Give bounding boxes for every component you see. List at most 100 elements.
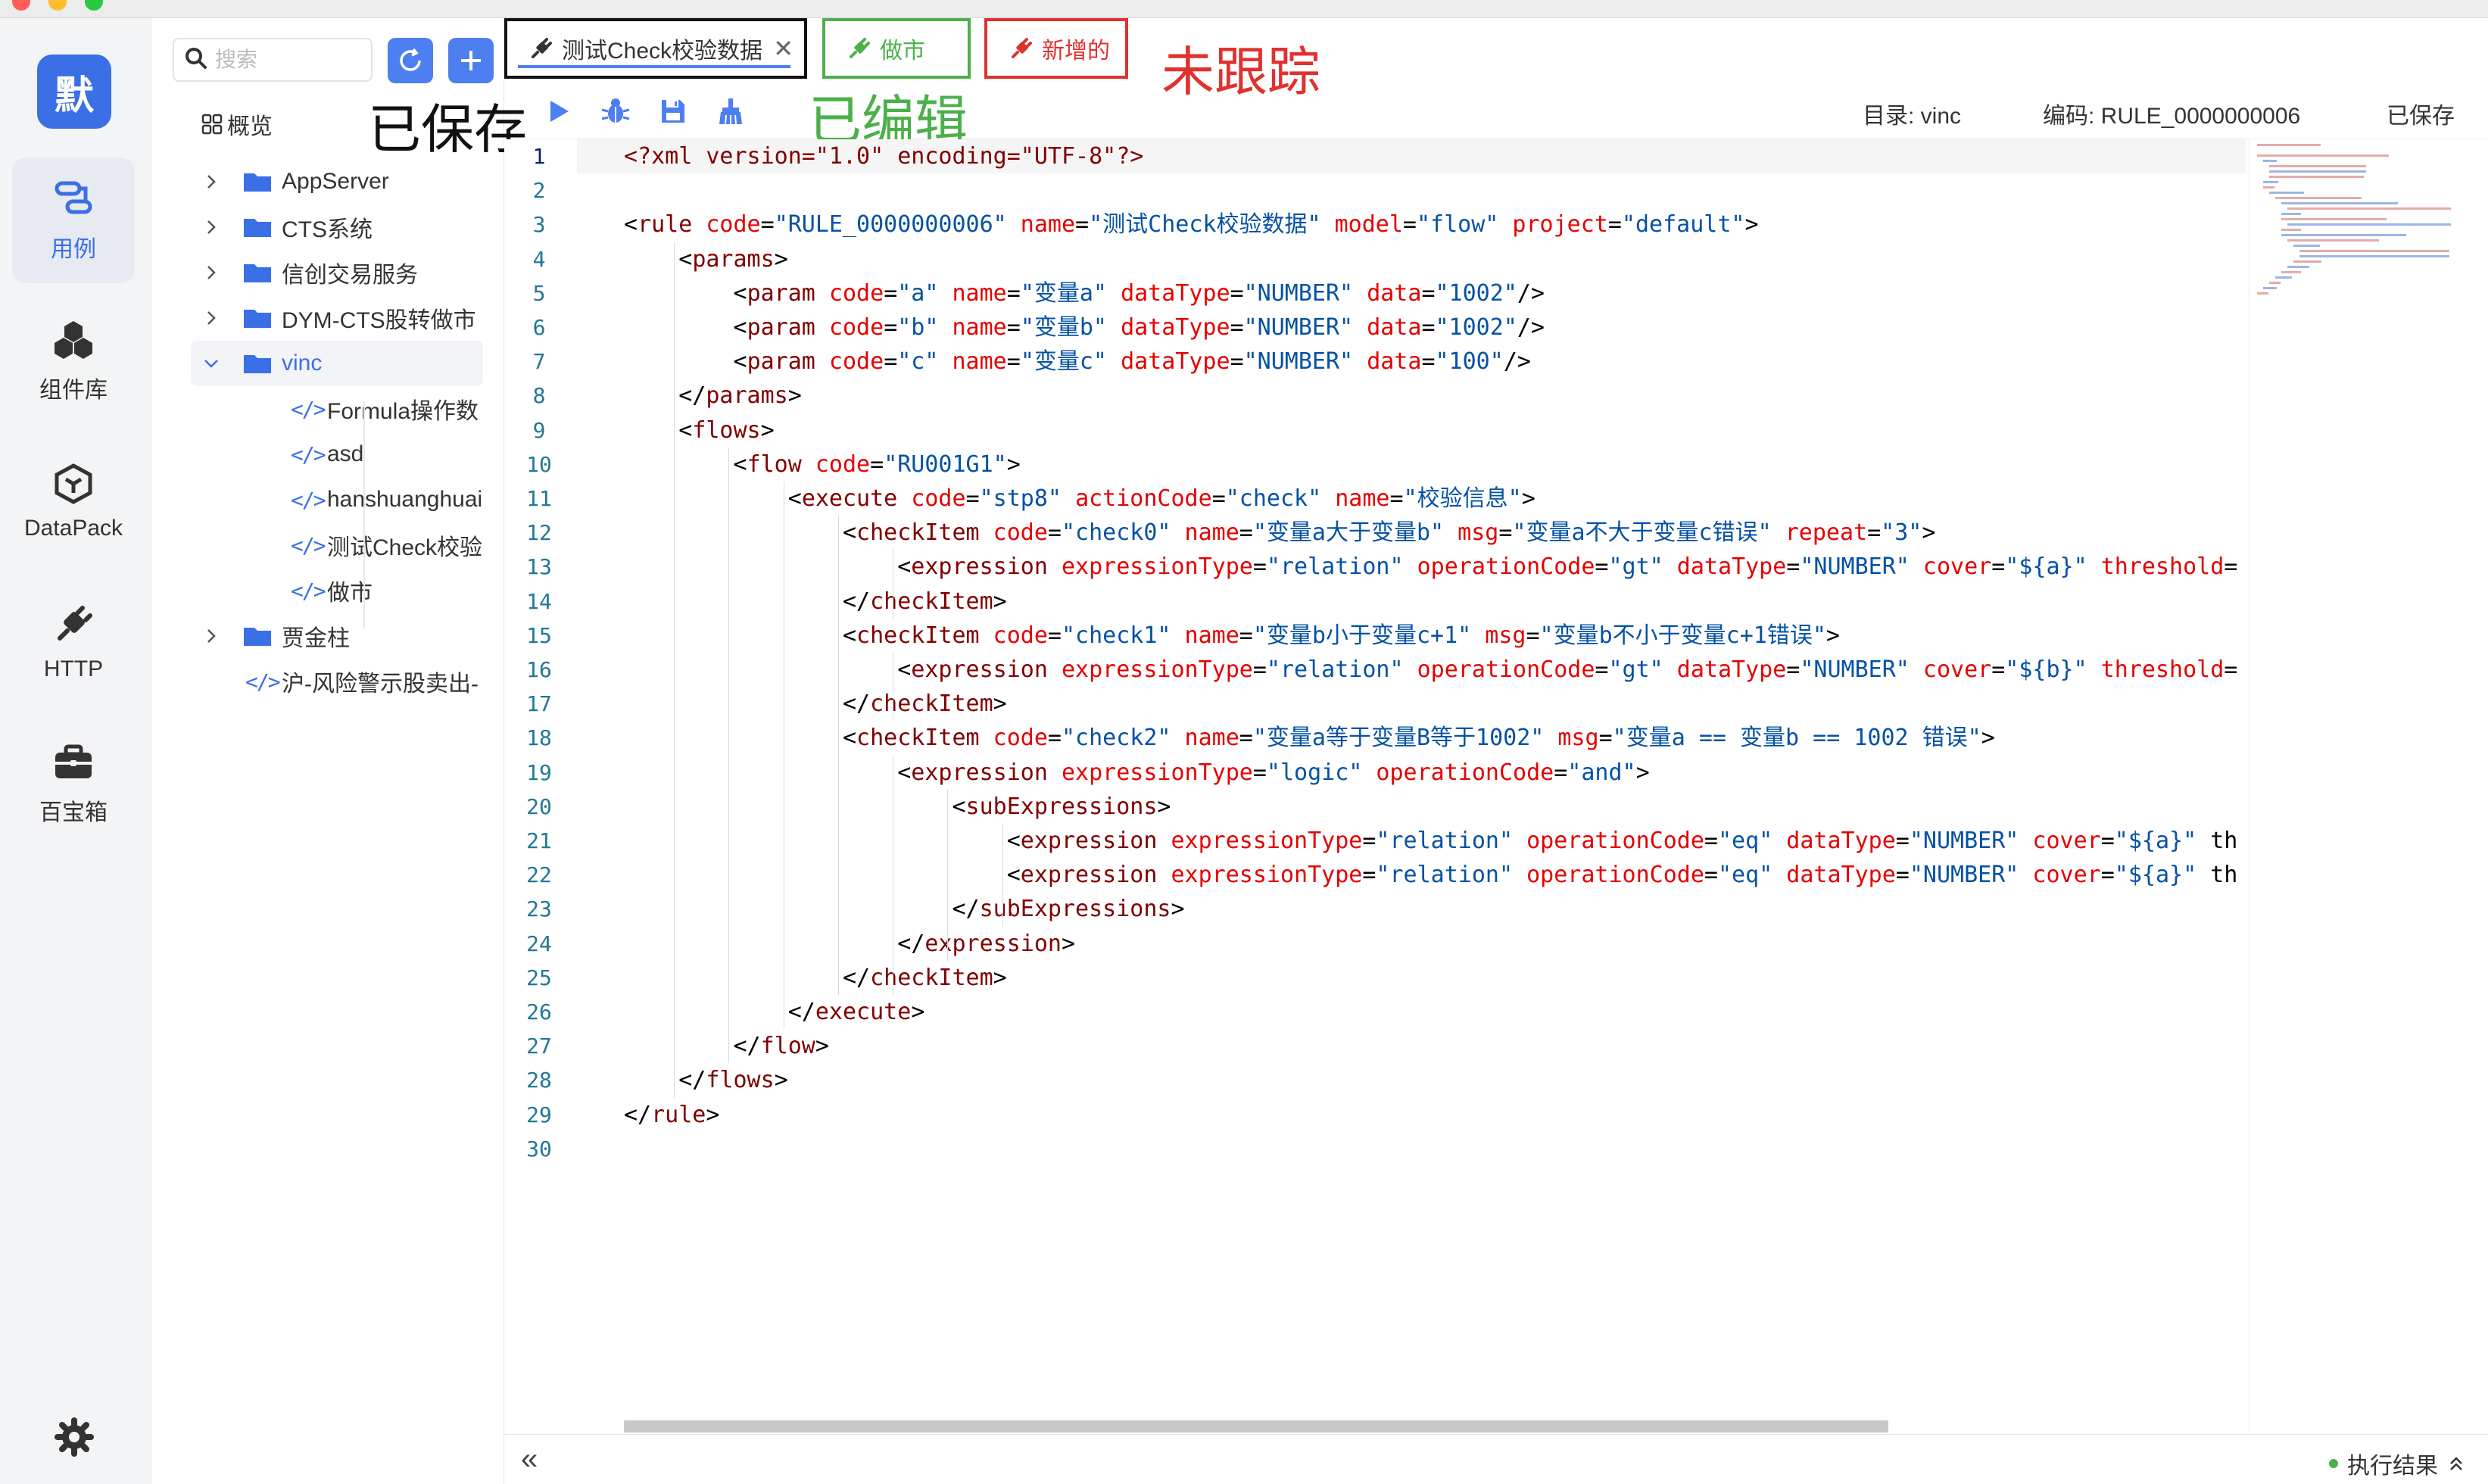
nav-item-datapack[interactable]: DataPack xyxy=(12,439,135,565)
chevron-right-icon[interactable] xyxy=(200,261,223,284)
maximize-window-button[interactable] xyxy=(85,0,103,11)
line-number: 25 xyxy=(526,965,552,990)
tree-item[interactable]: DYM-CTS股转做市 xyxy=(151,295,504,341)
tab-untracked[interactable]: 新增的 xyxy=(984,18,1128,79)
execution-result-toggle[interactable]: 执行结果 xyxy=(2329,1447,2465,1480)
minimize-window-button[interactable] xyxy=(48,0,67,11)
code-line[interactable]: </expression> xyxy=(897,930,1076,957)
code-minimap[interactable] xyxy=(2249,139,2488,1434)
chevron-right-icon[interactable] xyxy=(200,307,223,329)
code-line[interactable]: <param code="b" name="变量b" dataType="NUM… xyxy=(733,314,1545,341)
app-logo: 默 xyxy=(37,55,111,129)
code-line[interactable]: <param code="a" name="变量a" dataType="NUM… xyxy=(733,279,1545,307)
line-number: 5 xyxy=(532,280,546,306)
code-line[interactable]: </flow> xyxy=(733,1033,829,1060)
tree-item[interactable]: </> 测试Check校验 xyxy=(291,532,483,561)
execution-result-label: 执行结果 xyxy=(2347,1454,2438,1479)
code-line[interactable]: </execute> xyxy=(787,999,925,1025)
tab-saved[interactable]: 测试Check校验数据 ✕ xyxy=(504,18,807,79)
tree-item[interactable]: 贾金柱 xyxy=(151,613,504,659)
code-line[interactable]: <subExpressions> xyxy=(952,793,1171,820)
code-line[interactable]: <checkItem code="check0" name="变量a大于变量b"… xyxy=(842,519,1936,547)
nav-item-usecase[interactable]: 用例 xyxy=(12,157,135,283)
tree-item[interactable]: 信创交易服务 xyxy=(151,250,504,295)
folder-icon xyxy=(244,264,271,282)
indent-guide xyxy=(837,516,839,995)
chevron-right-icon[interactable] xyxy=(200,170,223,193)
line-number: 14 xyxy=(526,588,552,614)
line-number: 4 xyxy=(532,246,546,272)
horizontal-scrollbar[interactable] xyxy=(624,1420,1888,1433)
active-tab-indicator xyxy=(518,65,790,68)
code-file-icon: </> xyxy=(291,532,326,558)
save-button[interactable] xyxy=(656,94,691,129)
code-line[interactable]: <expression expressionType="relation" op… xyxy=(1006,828,2238,854)
editor-topbar: 测试Check校验数据 ✕ 做市 新增的 目录: vinc 编码: RULE_0… xyxy=(504,18,2488,139)
code-line[interactable]: </checkItem> xyxy=(842,964,1007,991)
code-line[interactable]: <checkItem code="check1" name="变量b小于变量c+… xyxy=(842,622,1840,649)
code-line[interactable]: <rule code="RULE_0000000006" name="测试Che… xyxy=(624,211,1759,238)
code-line[interactable]: <expression expressionType="relation" op… xyxy=(1006,862,2238,889)
line-number: 7 xyxy=(532,349,546,375)
line-number: 8 xyxy=(532,383,546,409)
code-line[interactable]: </rule> xyxy=(624,1101,720,1128)
gear-icon[interactable] xyxy=(53,1416,95,1458)
minimap-line xyxy=(2263,287,2277,289)
minimap-line xyxy=(2269,165,2366,167)
tab-edited[interactable]: 做市 xyxy=(822,18,971,79)
overview-link[interactable]: 概览 xyxy=(201,108,273,141)
nav-item-http[interactable]: HTTP xyxy=(12,580,135,706)
minimap-line xyxy=(2287,207,2451,210)
chevron-right-icon[interactable] xyxy=(200,625,223,647)
minimap-line xyxy=(2269,176,2365,178)
add-button[interactable] xyxy=(448,38,494,83)
code-line[interactable]: <flows> xyxy=(678,416,775,444)
tree-item[interactable]: </> Formula操作数 xyxy=(291,396,479,425)
nav-item-components[interactable]: 组件库 xyxy=(12,298,135,424)
collapse-sidebar-button[interactable]: « xyxy=(521,1442,538,1476)
run-button[interactable] xyxy=(541,94,575,129)
chevron-down-icon[interactable] xyxy=(200,352,223,375)
tree-item[interactable]: CTS系统 xyxy=(151,204,504,250)
line-number: 16 xyxy=(526,657,552,682)
code-line[interactable]: </checkItem> xyxy=(842,691,1007,718)
minimap-line xyxy=(2257,144,2321,146)
search-input[interactable] xyxy=(215,48,359,72)
save-icon xyxy=(662,100,684,123)
code-line[interactable]: </params> xyxy=(678,382,802,410)
code-line[interactable]: <execute code="stp8" actionCode="check" … xyxy=(787,485,1536,512)
code-line[interactable]: <params> xyxy=(678,245,788,273)
close-window-button[interactable] xyxy=(12,0,30,11)
code-line[interactable]: </checkItem> xyxy=(842,588,1007,615)
tree-item-selected[interactable]: vinc xyxy=(191,341,483,386)
code-line[interactable]: <expression expressionType="relation" op… xyxy=(897,656,2238,683)
chevron-right-icon[interactable] xyxy=(200,216,223,238)
nav-item-toolbox[interactable]: 百宝箱 xyxy=(12,721,135,846)
code-line[interactable]: </flows> xyxy=(678,1067,788,1094)
indent-guide xyxy=(674,242,675,1098)
code-file-icon: </> xyxy=(245,669,281,694)
code-line[interactable]: <?xml version="1.0" encoding="UTF-8"?> xyxy=(624,143,1144,170)
minimap-line xyxy=(2257,292,2269,295)
grid-icon xyxy=(201,114,223,135)
minimap-line xyxy=(2263,181,2278,183)
refresh-button[interactable] xyxy=(388,38,433,83)
tree-item[interactable]: </> 做市 xyxy=(291,578,373,606)
play-icon xyxy=(550,101,569,122)
line-number: 29 xyxy=(526,1102,552,1127)
code-line[interactable]: <expression expressionType="relation" op… xyxy=(897,553,2238,581)
tree-item[interactable]: </> hanshuanghuai xyxy=(291,487,483,513)
close-icon[interactable]: ✕ xyxy=(773,35,793,62)
code-line[interactable]: <expression expressionType="logic" opera… xyxy=(897,759,1650,786)
tree-item[interactable]: AppServer xyxy=(151,159,504,204)
tree-item[interactable]: </> asd xyxy=(291,441,364,467)
code-line[interactable]: </subExpressions> xyxy=(952,896,1185,923)
clean-button[interactable] xyxy=(713,94,748,129)
code-line[interactable]: <param code="c" name="变量c" dataType="NUM… xyxy=(733,348,1531,376)
code-line[interactable]: <checkItem code="check2" name="变量a等于变量B等… xyxy=(842,725,1995,752)
tree-item[interactable]: </> 沪-风险警示股卖出- xyxy=(245,669,479,697)
debug-button[interactable] xyxy=(598,94,633,129)
line-number: 3 xyxy=(532,212,546,238)
code-line[interactable]: <flow code="RU001G1"> xyxy=(733,450,1021,478)
